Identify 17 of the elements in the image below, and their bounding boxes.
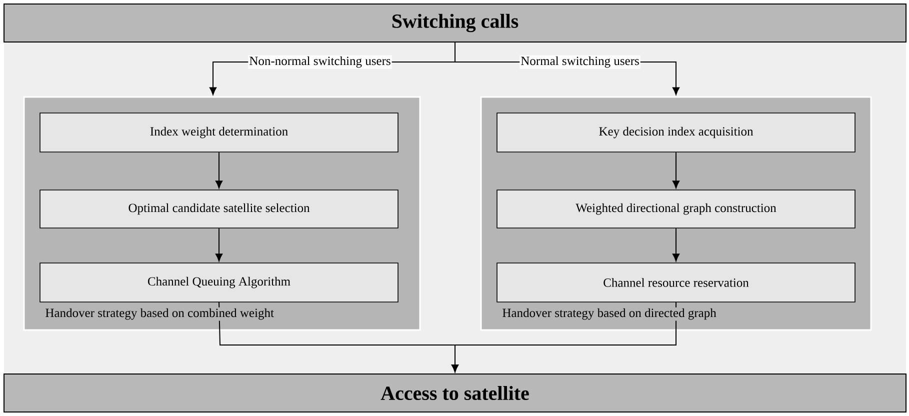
process-box: Channel Queuing Algorithm bbox=[40, 262, 398, 302]
edge-label: Normal switching users bbox=[520, 55, 640, 69]
panel-title: Handover strategy based on directed graph bbox=[501, 307, 718, 321]
arrow bbox=[451, 302, 676, 372]
process-box: Weighted directional graph construction bbox=[496, 190, 856, 228]
arrow bbox=[672, 152, 680, 188]
stage-bar: Access to satellite bbox=[4, 374, 906, 412]
arrow bbox=[215, 228, 223, 262]
process-box: Index weight determination bbox=[40, 112, 398, 152]
edge-label: Non-normal switching users bbox=[248, 55, 392, 69]
stage-bar: Switching calls bbox=[4, 4, 906, 42]
process-box: Key decision index acquisition bbox=[496, 112, 856, 152]
panel-title: Handover strategy based on combined weight bbox=[44, 307, 275, 321]
process-box: Optimal candidate satellite selection bbox=[40, 190, 398, 228]
arrow bbox=[672, 228, 680, 262]
process-box: Channel resource reservation bbox=[496, 262, 856, 302]
arrow bbox=[215, 152, 223, 188]
